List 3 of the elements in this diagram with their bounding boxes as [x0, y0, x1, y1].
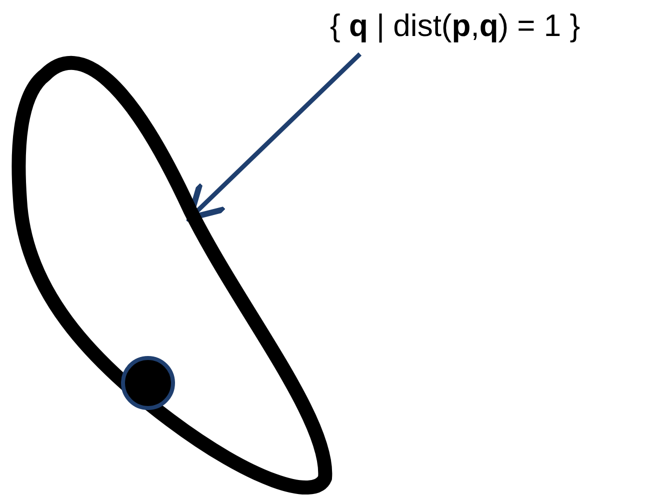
set-definition-text: { q | dist(p,q) = 1 } [330, 8, 580, 44]
leader-arrow [187, 52, 362, 221]
unit-circle-curve [12, 56, 332, 494]
